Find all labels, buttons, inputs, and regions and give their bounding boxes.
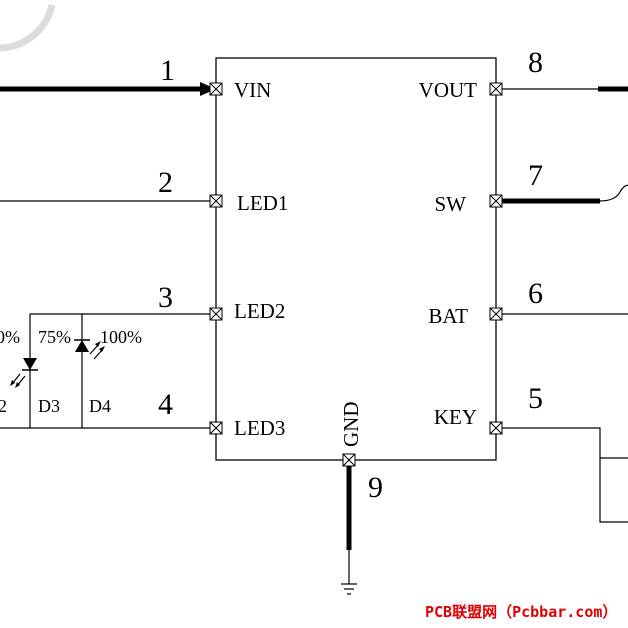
pin-name-bat: BAT: [428, 304, 468, 328]
pin-box-gnd: [342, 453, 356, 467]
pin-name-led1: LED1: [237, 191, 288, 215]
pin-box-led2: [209, 307, 223, 321]
pin-box-led1: [209, 194, 223, 208]
d4-ref-label: D4: [89, 396, 111, 416]
pin-box-vout: [489, 82, 503, 96]
pin-number-9: 9: [368, 471, 383, 504]
pin-box-bat: [489, 307, 503, 321]
d4-led-symbol: [74, 339, 105, 360]
d3-percent-label: 75%: [38, 327, 71, 347]
pin-box-led3: [209, 421, 223, 435]
pin-name-vout: VOUT: [419, 78, 477, 102]
pin-name-led2: LED2: [234, 299, 285, 323]
d3-led-symbol: [10, 358, 38, 388]
pin-name-gnd: GND: [339, 402, 363, 448]
ic-body: [215, 57, 497, 461]
pin-number-7: 7: [528, 159, 543, 192]
pin-number-6: 6: [528, 277, 543, 310]
pin-name-sw: SW: [435, 192, 467, 216]
pin-name-led3: LED3: [234, 416, 285, 440]
vin-arrow: [200, 82, 216, 96]
d2-percent-label: 0%: [0, 327, 20, 347]
pin-number-4: 4: [158, 388, 173, 421]
d2-ref-label: 2: [0, 396, 7, 416]
pin-name-vin: VIN: [234, 78, 271, 102]
pin-box-key: [489, 421, 503, 435]
pin-number-2: 2: [158, 166, 173, 199]
corner-arc: [0, 4, 56, 52]
pin-number-1: 1: [160, 54, 175, 87]
ground-symbol: [341, 583, 357, 595]
pin-number-3: 3: [158, 281, 173, 314]
pin-box-sw: [489, 194, 503, 208]
d3-ref-label: D3: [38, 396, 60, 416]
sw-inductor-arc: [599, 184, 628, 202]
pin-box-vin: [209, 82, 223, 96]
watermark-text: PCB联盟网（Pcbbar.com）: [425, 603, 617, 621]
key-wire: [502, 427, 628, 523]
d4-percent-label: 100%: [100, 327, 142, 347]
pin-number-5: 5: [528, 382, 543, 415]
pin-name-key: KEY: [434, 405, 477, 429]
pin-number-8: 8: [528, 46, 543, 79]
